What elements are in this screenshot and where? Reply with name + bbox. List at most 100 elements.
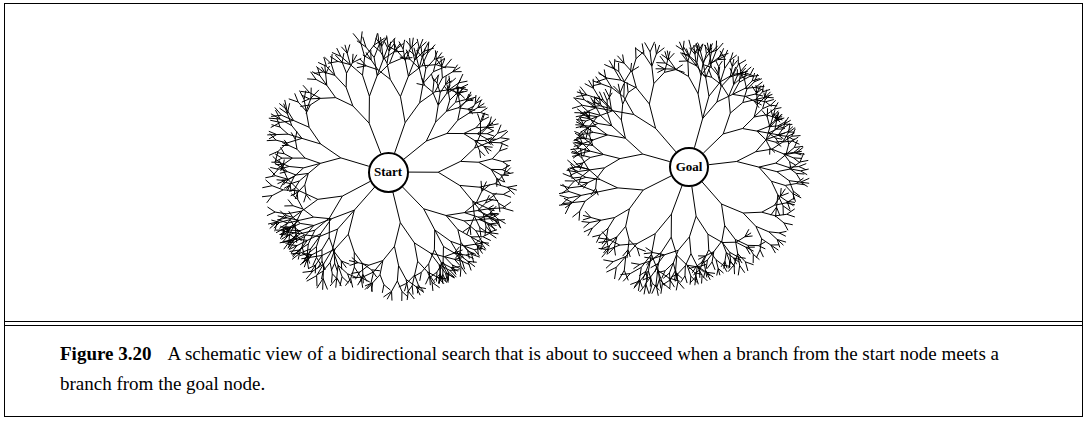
- tree-branch: [354, 267, 361, 277]
- tree-branch: [777, 124, 782, 129]
- tree-branch: [387, 51, 389, 63]
- tree-branch: [578, 170, 590, 172]
- tree-branch: [624, 72, 630, 82]
- tree-branch: [580, 155, 591, 158]
- tree-branch: [491, 214, 499, 219]
- tree-branch: [330, 56, 338, 61]
- tree-branch: [606, 238, 607, 246]
- tree-branch: [618, 84, 620, 93]
- tree-branch: [308, 265, 316, 269]
- tree-branch: [754, 79, 762, 82]
- tree-branch: [695, 273, 703, 275]
- tree-branch: [312, 250, 322, 255]
- tree-branch: [633, 264, 639, 268]
- tree-branch: [624, 97, 634, 115]
- tree-branch: [438, 172, 459, 185]
- tree-branch: [334, 252, 341, 261]
- tree-branch: [655, 44, 656, 54]
- tree-branch: [626, 226, 629, 239]
- tree-branch: [407, 275, 415, 283]
- tree-branch: [306, 195, 311, 201]
- tree-branch: [623, 82, 625, 97]
- tree-branch: [615, 209, 630, 218]
- tree-branch: [485, 141, 491, 145]
- tree-branch: [408, 172, 438, 173]
- tree-branch: [709, 69, 712, 77]
- figure-caption: Figure 3.20A schematic view of a bidirec…: [60, 339, 1050, 399]
- tree-branch: [369, 76, 377, 97]
- tree-branch: [614, 247, 615, 255]
- tree-branch: [748, 245, 759, 246]
- tree-branch: [464, 133, 478, 134]
- tree-branch: [347, 53, 350, 64]
- tree-branch: [317, 278, 323, 288]
- tree-branch: [442, 59, 445, 67]
- tree-branch: [581, 192, 597, 195]
- tree-branch: [280, 220, 290, 223]
- tree-branch: [757, 127, 768, 131]
- tree-branch: [736, 242, 746, 247]
- tree-branch: [464, 221, 476, 231]
- tree-branch: [722, 242, 736, 243]
- tree-branch: [290, 250, 299, 251]
- tree-branch: [382, 46, 384, 59]
- tree-branch: [267, 196, 272, 203]
- tree-branch: [766, 109, 774, 115]
- tree-branch: [624, 63, 632, 72]
- node-label: Goal: [676, 159, 703, 175]
- tree-branch: [360, 265, 369, 272]
- tree-branch: [346, 73, 347, 87]
- tree-branch: [271, 122, 281, 127]
- tree-branch: [778, 122, 785, 126]
- tree-branch: [285, 177, 294, 181]
- tree-branch: [729, 262, 731, 269]
- tree-branch: [456, 100, 466, 103]
- tree-branch: [730, 59, 732, 66]
- tree-branch: [354, 252, 355, 267]
- tree-branch: [758, 246, 765, 249]
- tree-branch: [723, 129, 742, 134]
- tree-branch: [399, 42, 403, 50]
- tree-branch: [490, 224, 495, 231]
- tree-branch: [756, 93, 758, 104]
- tree-branch: [447, 120, 458, 133]
- tree-branch: [392, 281, 398, 291]
- tree-branch: [784, 124, 790, 128]
- tree-branch: [369, 123, 381, 153]
- tree-branch: [348, 274, 351, 283]
- figure-number: Figure 3.20: [60, 343, 151, 364]
- tree-branch: [759, 167, 777, 172]
- tree-branch: [703, 75, 712, 77]
- tree-branch: [640, 271, 648, 281]
- tree-branch: [787, 209, 795, 214]
- tree-branch: [300, 225, 314, 230]
- tree-branch: [745, 262, 747, 271]
- tree-branch: [637, 248, 639, 256]
- tree-branch: [319, 229, 337, 236]
- tree-branch: [492, 151, 499, 159]
- tree-branch: [461, 99, 468, 107]
- tree-branch: [303, 271, 313, 272]
- tree-branch: [597, 111, 612, 117]
- tree-branch: [315, 218, 330, 230]
- tree-branch: [777, 172, 789, 181]
- tree-branch: [719, 74, 721, 84]
- tree-branch: [658, 270, 663, 282]
- tree-branch: [712, 262, 715, 270]
- tree-branch: [793, 194, 796, 202]
- tree-branch: [632, 59, 636, 72]
- tree-branch: [443, 246, 444, 262]
- tree-branch: [698, 94, 703, 119]
- tree-branch: [331, 210, 354, 219]
- tree-branch: [417, 84, 425, 86]
- tree-branch: [690, 276, 692, 285]
- tree-branch: [405, 61, 408, 77]
- tree-branch: [286, 211, 301, 214]
- tree-branch: [421, 47, 422, 56]
- tree-branch: [489, 193, 497, 199]
- tree-branch: [408, 291, 414, 299]
- tree-branch: [443, 246, 455, 253]
- tree-branch: [636, 51, 644, 59]
- tree-branch: [371, 283, 372, 291]
- tree-branch: [267, 207, 275, 212]
